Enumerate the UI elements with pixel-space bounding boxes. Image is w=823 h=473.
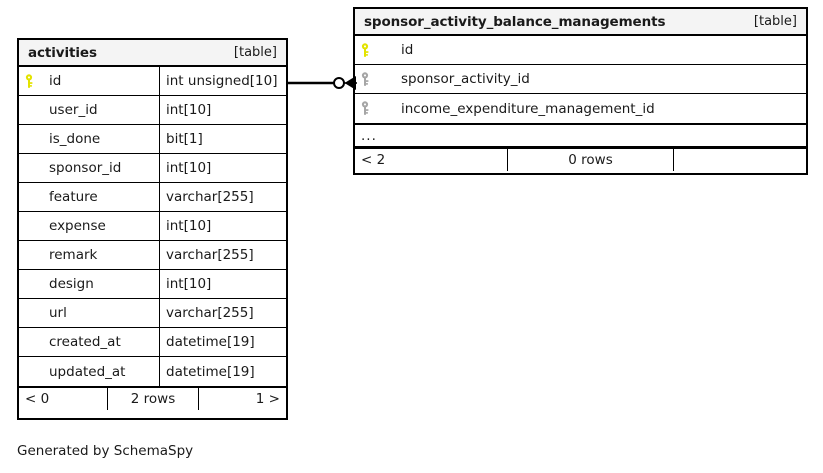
column-row[interactable]: income_expenditure_management_id [355, 94, 806, 123]
column-type-cell: bit[1] [159, 125, 286, 153]
column-row[interactable]: user_id int[10] [19, 96, 286, 125]
column-list-activities: id int unsigned[10] user_id int[10] is_done b… [19, 67, 286, 386]
table-header-sabm: sponsor_activity_balance_managements [ta… [355, 9, 806, 36]
key-icon [361, 101, 369, 115]
prev-page-activities[interactable]: < 0 [25, 391, 50, 407]
column-name-cell: user_id [19, 96, 159, 124]
column-type-cell: int unsigned[10] [159, 67, 286, 95]
column-name-label: feature [49, 189, 98, 205]
column-name-label: user_id [49, 102, 98, 118]
column-name-label: id [401, 42, 414, 58]
column-name-label: updated_at [49, 363, 126, 380]
table-footer-sabm: < 2 0 rows [355, 147, 806, 171]
column-name-label: id [49, 73, 62, 89]
column-type-cell: int[10] [159, 154, 286, 182]
table-type-label-activities: [table] [233, 45, 277, 60]
column-type-cell: int[10] [159, 212, 286, 240]
next-page-sabm[interactable] [673, 149, 806, 171]
column-name-cell: updated_at [19, 357, 159, 386]
column-row[interactable]: id int unsigned[10] [19, 67, 286, 96]
row-count-activities: 2 rows [107, 388, 198, 410]
foreign-key-icon [361, 71, 383, 87]
column-row[interactable]: is_done bit[1] [19, 125, 286, 154]
column-type-cell: varchar[255] [159, 241, 286, 269]
key-icon [361, 42, 369, 57]
table-name-activities: activities [28, 44, 97, 61]
column-name-label: is_done [49, 131, 101, 147]
column-type-cell: int[10] [159, 96, 286, 124]
generated-by-caption: Generated by SchemaSpy [17, 443, 194, 459]
table-type-label-sabm: [table] [753, 14, 797, 29]
column-type-cell: int[10] [159, 270, 286, 298]
column-type-cell: varchar[255] [159, 183, 286, 211]
column-row[interactable]: id [355, 36, 806, 65]
key-icon [25, 73, 33, 88]
column-name-cell: id [355, 36, 806, 64]
column-name-cell: design [19, 270, 159, 298]
column-row[interactable]: feature varchar[255] [19, 183, 286, 212]
column-name-label: remark [49, 247, 98, 263]
foreign-key-icon [361, 101, 383, 116]
column-row[interactable]: url varchar[255] [19, 299, 286, 328]
column-name-label: url [49, 305, 67, 321]
column-name-cell: expense [19, 212, 159, 240]
row-count-sabm: 0 rows [507, 149, 673, 171]
column-row[interactable]: sponsor_id int[10] [19, 154, 286, 183]
column-name-cell: created_at [19, 328, 159, 356]
column-name-cell: is_done [19, 125, 159, 153]
column-name-label: created_at [49, 334, 121, 350]
column-list-sabm: id sponsor_activity_id income_expenditure_… [355, 36, 806, 123]
table-footer-activities: < 0 2 rows 1 > [19, 386, 286, 410]
column-row[interactable]: expense int[10] [19, 212, 286, 241]
column-row[interactable]: updated_at datetime[19] [19, 357, 286, 386]
more-columns-indicator-sabm[interactable]: ... [355, 123, 806, 147]
column-name-cell: sponsor_id [19, 154, 159, 182]
relationship-connector-activities-to-sabm [286, 76, 357, 90]
column-name-label: design [49, 276, 94, 292]
column-name-cell: income_expenditure_management_id [355, 94, 806, 123]
table-name-sabm: sponsor_activity_balance_managements [364, 13, 666, 30]
column-name-label: sponsor_activity_id [401, 71, 530, 87]
primary-key-icon [361, 42, 383, 58]
column-row[interactable]: created_at datetime[19] [19, 328, 286, 357]
column-row[interactable]: remark varchar[255] [19, 241, 286, 270]
column-type-cell: varchar[255] [159, 299, 286, 327]
column-name-cell: id [19, 67, 159, 95]
column-name-cell: feature [19, 183, 159, 211]
column-name-label: expense [49, 218, 106, 234]
column-row[interactable]: sponsor_activity_id [355, 65, 806, 94]
column-name-cell: sponsor_activity_id [355, 65, 806, 93]
column-type-cell: datetime[19] [159, 357, 286, 386]
table-node-sponsor-activity-balance-managements[interactable]: sponsor_activity_balance_managements [ta… [353, 7, 808, 175]
column-name-label: income_expenditure_management_id [401, 100, 655, 117]
cardinality-zero-circle-icon [333, 77, 345, 89]
column-row[interactable]: design int[10] [19, 270, 286, 299]
table-header-activities: activities [table] [19, 40, 286, 67]
next-page-activities[interactable]: 1 > [198, 388, 286, 410]
column-name-label: sponsor_id [49, 160, 122, 176]
key-icon [361, 71, 369, 86]
column-name-cell: url [19, 299, 159, 327]
primary-key-icon [25, 73, 47, 89]
prev-page-sabm[interactable]: < 2 [361, 152, 386, 168]
column-name-cell: remark [19, 241, 159, 269]
column-type-cell: datetime[19] [159, 328, 286, 356]
